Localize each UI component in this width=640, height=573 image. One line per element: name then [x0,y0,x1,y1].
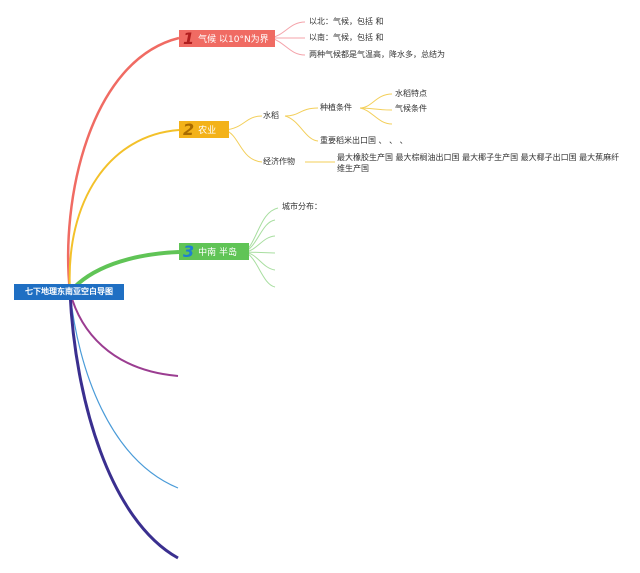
climate-south-text[interactable]: 以南：气候，包括 和 [309,33,384,42]
climate-conditions-node[interactable]: 气候条件 [395,104,427,113]
branch-3-subconnectors [244,207,279,288]
root-node[interactable]: 七下地理东南亚空白导图 [14,284,124,300]
rice-export-node[interactable]: 重要稻米出口国 、 、 、 [320,136,408,145]
connector-branch-1 [66,36,180,293]
connector-empty-navy [68,291,179,560]
branch-label-2: 农业 [198,126,217,136]
branch-number-1: 1 [183,29,195,48]
rice-node[interactable]: 水稻 [263,111,279,120]
cash-crops-node[interactable]: 经济作物 [263,157,295,166]
cash-crops-detail-line1[interactable]: 最大橡胶生产国 最大棕榈油出口国 最大椰子生产国 最大椰子出口国 最大蕉麻纤 [337,153,620,162]
branch-1-subconnectors [270,21,306,56]
branch-2-subconnectors [224,93,393,163]
connector-empty-purple [69,291,179,377]
climate-north-text[interactable]: 以北：气候，包括 和 [309,17,384,26]
planting-conditions-node[interactable]: 种植条件 [320,103,352,112]
climate-summary-text[interactable]: 两种气候都是气温高，降水多，总结为 [309,50,445,59]
branch-label-1: 气候 以10°N为界 [198,35,269,45]
connector-empty-blue [69,291,179,489]
city-distribution-node[interactable]: 城市分布： [282,202,322,211]
cash-crops-detail-line2: 维生产国 [337,164,369,173]
rice-traits-node[interactable]: 水稻特点 [395,89,427,98]
branch-number-2: 2 [183,120,195,139]
branch-number-3: 3 [183,242,195,261]
connector-branch-2 [68,129,180,293]
branch-label-3: 中南 半岛 [198,248,238,258]
